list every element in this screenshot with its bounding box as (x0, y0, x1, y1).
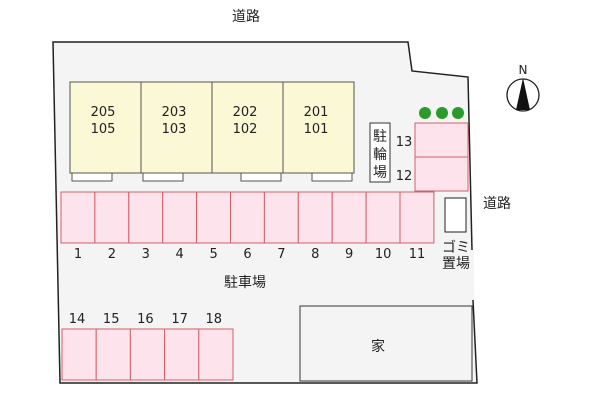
unit-number: 205 (91, 105, 116, 120)
parking-space-10 (365, 191, 401, 244)
tree-icon (436, 107, 448, 119)
svg-text:N: N (519, 63, 528, 77)
road-label-top: 道路 (232, 9, 260, 25)
parking-space-16 (129, 328, 166, 381)
parking-space-9 (331, 191, 367, 244)
space-number: 15 (103, 312, 120, 327)
unit-number: 203 (162, 105, 187, 120)
unit-number: 101 (304, 122, 329, 137)
svg-text:置場: 置場 (442, 256, 470, 272)
space-number: 1 (74, 247, 82, 262)
parking-space-8 (297, 191, 333, 244)
space-number: 4 (176, 247, 184, 262)
garbage-area: ゴミ 置場 (442, 197, 470, 272)
unit-number: 201 (304, 105, 329, 120)
parking-space-1 (60, 191, 96, 244)
space-number: 12 (396, 169, 413, 184)
tree-icon (419, 107, 431, 119)
parking-space-11 (399, 191, 435, 244)
parking-space-15 (95, 328, 131, 381)
bicycle-parking: 駐 輪 場 (369, 122, 391, 183)
space-number: 17 (171, 312, 188, 327)
space-number: 18 (206, 312, 223, 327)
parking-space-4 (162, 191, 198, 244)
parking-space-13 (414, 122, 469, 158)
house: 家 (299, 305, 473, 382)
svg-text:ゴミ: ゴミ (442, 239, 470, 256)
space-number: 5 (209, 247, 217, 262)
space-number: 13 (396, 135, 413, 150)
parking-space-6 (230, 191, 265, 244)
parking-space-3 (128, 191, 164, 244)
space-number: 2 (108, 247, 116, 262)
svg-text:駐: 駐 (373, 129, 387, 145)
north-compass-icon: N (506, 63, 540, 112)
parking-label: 駐車場 (224, 274, 266, 291)
space-number: 11 (409, 247, 426, 262)
parking-space-12 (414, 156, 469, 192)
parking-space-14 (61, 328, 97, 381)
space-number: 14 (69, 312, 86, 327)
unit-number: 103 (162, 122, 187, 137)
parking-space-18 (198, 328, 234, 381)
space-number: 7 (277, 247, 285, 262)
parking-space-7 (263, 191, 299, 244)
space-number: 3 (142, 247, 150, 262)
space-number: 10 (375, 247, 392, 262)
unit-number: 102 (233, 122, 258, 137)
space-number: 9 (345, 247, 353, 262)
road-label-right: 道路 (483, 196, 511, 212)
svg-text:家: 家 (371, 338, 385, 355)
unit-number: 202 (233, 105, 258, 120)
space-number: 8 (311, 247, 319, 262)
unit-number: 105 (91, 122, 116, 137)
trees (419, 107, 464, 119)
parking-space-17 (164, 328, 200, 381)
parking-space-2 (94, 191, 130, 244)
parking-space-5 (196, 191, 232, 244)
tree-icon (452, 107, 464, 119)
svg-text:輪: 輪 (373, 146, 387, 163)
space-number: 6 (243, 247, 251, 262)
space-number: 16 (137, 312, 154, 327)
svg-text:場: 場 (373, 165, 387, 181)
